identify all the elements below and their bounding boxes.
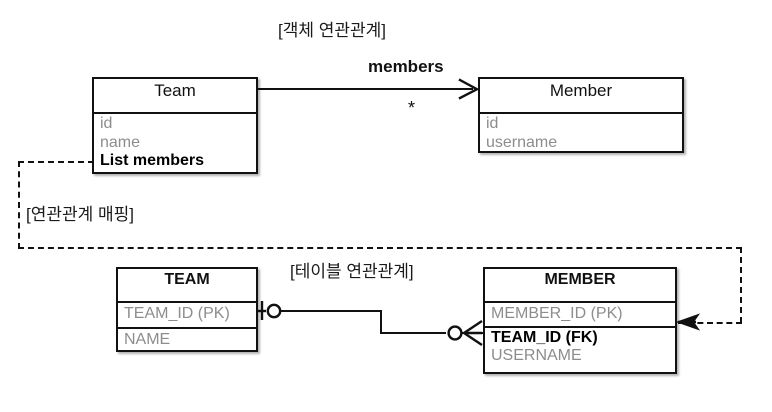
mapping-dash-bottom (18, 247, 742, 249)
fk-connector-segment-4 (462, 332, 484, 335)
team-entity-name: Team (94, 79, 256, 114)
team-entity-box: Team id name List members (92, 77, 258, 174)
team-table-box: TEAM TEAM_ID (PK) NAME (116, 267, 258, 352)
team-column-team-id: TEAM_ID (PK) (124, 305, 230, 322)
member-table-box: MEMBER MEMBER_ID (PK) TEAM_ID (FK) USERN… (483, 267, 677, 374)
mapping-dash-top (18, 161, 94, 163)
object-section-title: [객체 연관관계] (278, 21, 387, 40)
table-section-title: [테이블 연관관계] (290, 262, 414, 281)
association-multiplicity: * (408, 98, 416, 118)
member-table-columns: MEMBER_ID (PK) TEAM_ID (FK) USERNAME (485, 303, 675, 369)
member-column-member-id: MEMBER_ID (PK) (491, 305, 623, 322)
fk-connector-segment-1 (272, 310, 382, 313)
team-column-name: NAME (118, 326, 256, 353)
mapping-section-title: [연관관계 매핑] (26, 205, 135, 224)
fk-connector-segment-3 (380, 332, 446, 335)
member-entity-box: Member id username (478, 77, 684, 153)
member-field-username: username (486, 133, 558, 151)
mapping-dash-left (18, 161, 20, 249)
member-column-username: USERNAME (491, 347, 582, 365)
fk-connector-segment-2 (380, 310, 383, 334)
team-field-id: id (100, 115, 113, 132)
team-field-name: name (100, 133, 141, 151)
team-table-name: TEAM (118, 269, 256, 303)
association-line (258, 88, 473, 91)
mapping-dash-right (740, 247, 742, 323)
member-entity-name: Member (480, 79, 682, 114)
team-field-list-members: List members (100, 152, 205, 170)
member-table-name: MEMBER (485, 269, 675, 303)
member-field-id: id (486, 115, 499, 132)
mapping-dash-into-fk (678, 322, 742, 324)
team-table-columns: TEAM_ID (PK) NAME (118, 303, 256, 352)
association-label: members (368, 57, 444, 76)
member-entity-fields: id username (480, 114, 682, 154)
team-entity-fields: id name List members (94, 114, 256, 173)
member-column-team-id-fk: TEAM_ID (FK) (485, 325, 675, 348)
